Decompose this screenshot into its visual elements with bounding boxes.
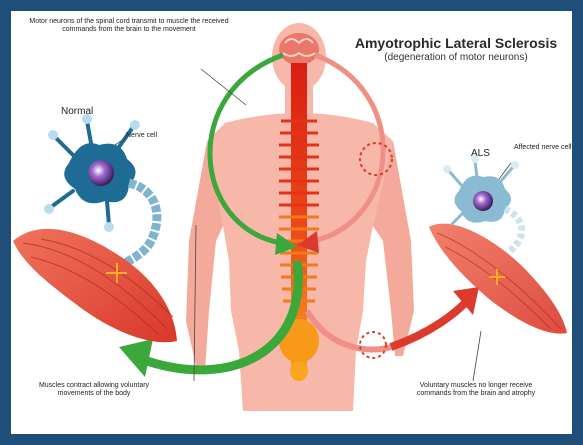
als-label: ALS xyxy=(471,148,511,160)
als-illustration xyxy=(11,11,572,434)
normal-label: Normal xyxy=(61,106,111,118)
motor-neuron-caption: Motor neurons of the spinal cord transmi… xyxy=(29,18,229,35)
diagram-title: Amyotrophic Lateral Sclerosis xyxy=(331,35,572,52)
brain xyxy=(279,33,319,65)
illustration-panel: Amyotrophic Lateral Sclerosis (degenerat… xyxy=(11,11,572,434)
muscle-contraction-caption: Muscles contract allowing voluntary move… xyxy=(29,382,159,399)
nerve-cell-label: Nerve cell xyxy=(126,132,186,140)
diagram-subtitle: (degeneration of motor neurons) xyxy=(331,52,572,64)
right-caption-leader xyxy=(473,331,481,381)
muscle-atrophy-caption: Voluntary muscles no longer receive comm… xyxy=(406,382,546,399)
affected-nerve-cell-label: Affected nerve cell xyxy=(514,144,572,152)
